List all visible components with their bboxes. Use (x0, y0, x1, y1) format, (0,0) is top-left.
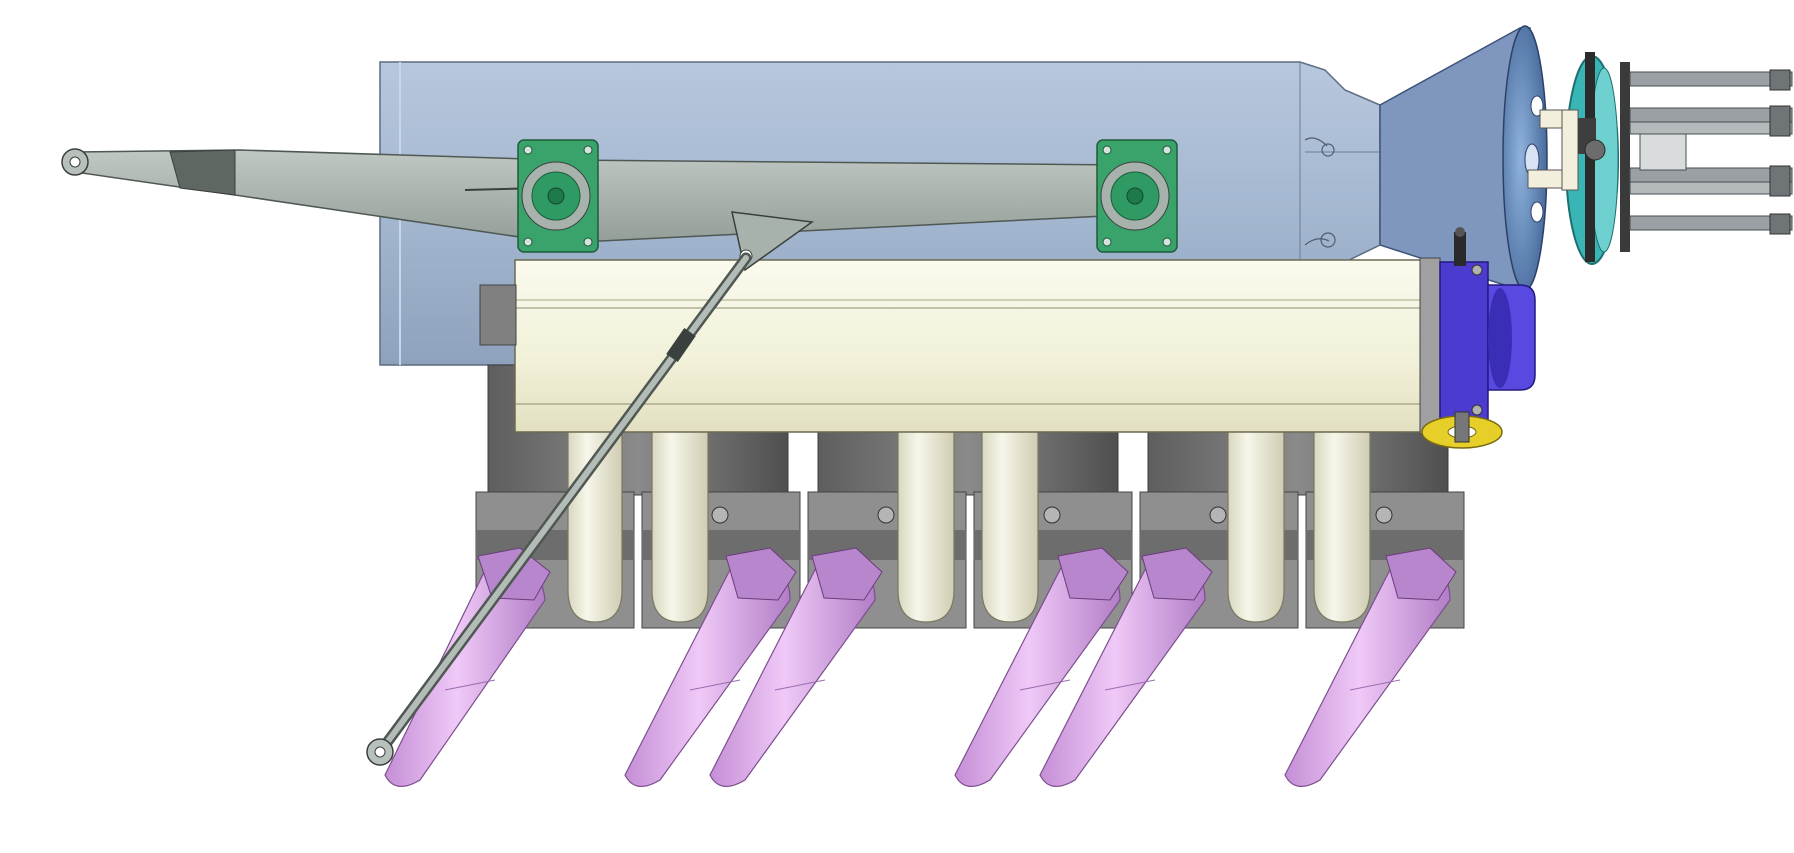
exhaust-pipe-5 (1039, 547, 1213, 787)
plenum-bolt (1321, 143, 1335, 157)
intake-runner (1227, 414, 1285, 623)
exhaust-pipe-6 (1284, 547, 1457, 787)
intercooler-core (479, 257, 1441, 435)
tie-rod-strut (366, 211, 814, 766)
exhaust-pipe-3 (709, 547, 883, 787)
intake-runner (651, 414, 709, 623)
mount-bushing-right (1096, 139, 1178, 253)
intake-runner (567, 414, 623, 623)
exhaust-pipe-2 (624, 547, 797, 787)
intake-support-rods (1629, 69, 1793, 235)
intake-runner (897, 414, 955, 623)
idle-valve-bracket (1527, 109, 1606, 191)
mount-bushing-left (517, 139, 599, 253)
plenum-bolt (1320, 232, 1336, 248)
exhaust-pipe-1 (384, 547, 551, 787)
exhaust-pipe-4 (954, 547, 1129, 787)
intake-runner (1313, 414, 1371, 623)
yellow-idle-pulley (1421, 411, 1503, 449)
engine-mount-arm (61, 148, 1126, 244)
intake-runner (981, 414, 1039, 623)
